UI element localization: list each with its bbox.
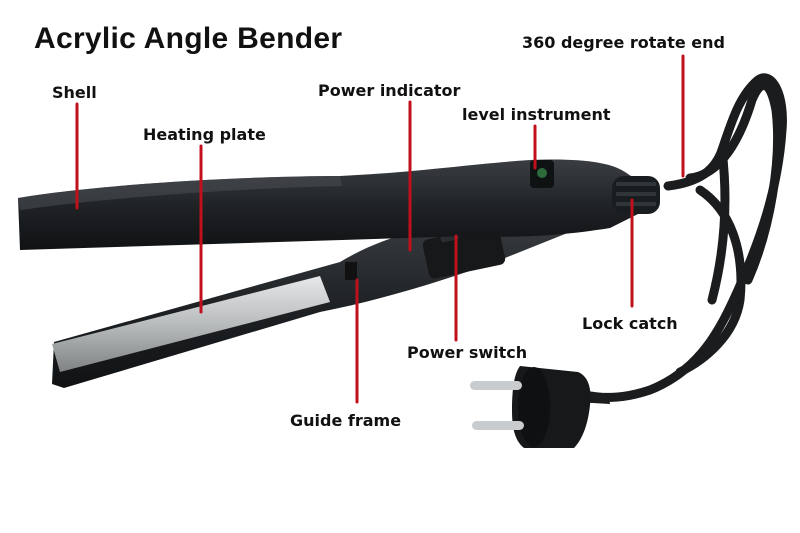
label-power-indicator: Power indicator xyxy=(318,81,461,100)
label-guide-frame: Guide frame xyxy=(290,411,402,430)
label-rotate-end: 360 degree rotate end xyxy=(522,33,725,52)
guide-frame-block xyxy=(345,262,357,280)
label-shell: Shell xyxy=(52,83,97,102)
power-plug xyxy=(470,366,610,448)
label-lock-catch: Lock catch xyxy=(582,314,678,333)
leader-lines xyxy=(75,54,685,404)
label-heating-plate: Heating plate xyxy=(143,125,266,144)
upper-arm-shell xyxy=(18,159,660,250)
power-cord xyxy=(580,73,787,402)
heating-plate xyxy=(52,276,330,372)
label-level-instrument: level instrument xyxy=(462,105,611,124)
diagram-title: Acrylic Angle Bender xyxy=(34,22,343,55)
label-power-switch: Power switch xyxy=(407,343,528,362)
lower-arm xyxy=(52,212,580,388)
